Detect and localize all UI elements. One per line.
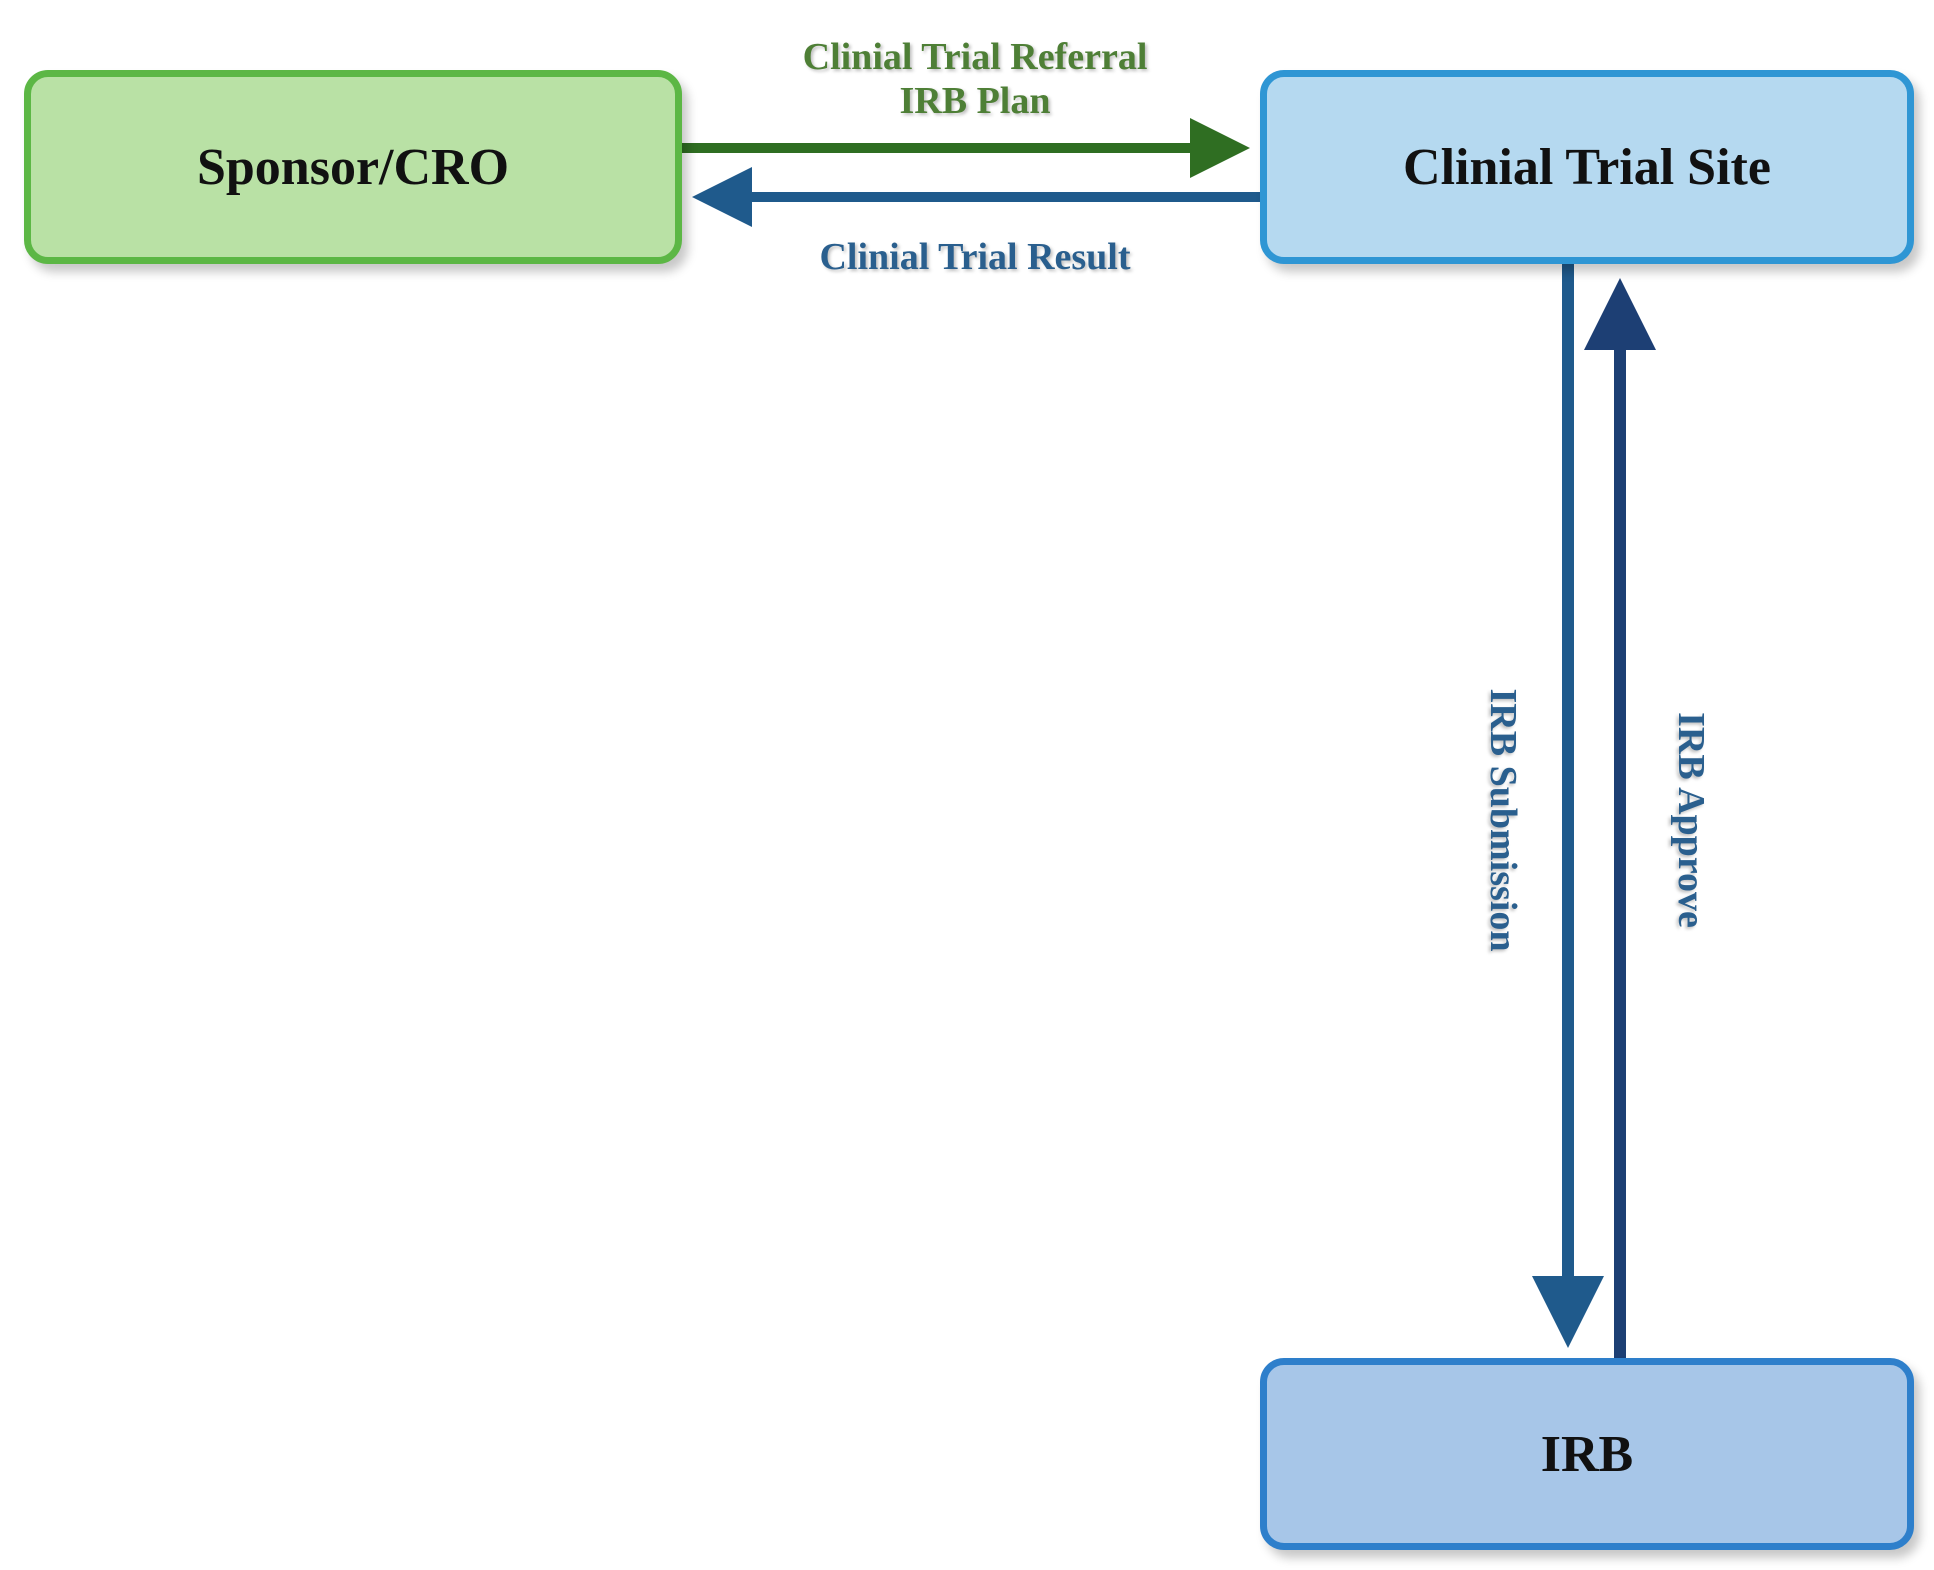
irb-box: IRB	[1260, 1358, 1914, 1550]
clinical-trial-site-label: Clinial Trial Site	[1403, 138, 1771, 196]
sponsor-cro-label: Sponsor/CRO	[196, 138, 510, 196]
result-edge-label: Clinial Trial Result	[819, 236, 1131, 278]
referral-edge-label: Clinial Trial Referral IRB Plan	[690, 36, 1260, 123]
submission-label-text: IRB Submission	[1481, 688, 1524, 952]
clinical-trial-site-box: Clinial Trial Site	[1260, 70, 1914, 264]
referral-label-line2: IRB Plan	[899, 79, 1051, 122]
approve-label-text: IRB Approve	[1669, 712, 1712, 928]
sponsor-cro-box: Sponsor/CRO	[24, 70, 682, 264]
irb-label: IRB	[1540, 1425, 1634, 1483]
referral-label-line1: Clinial Trial Referral	[802, 36, 1148, 78]
